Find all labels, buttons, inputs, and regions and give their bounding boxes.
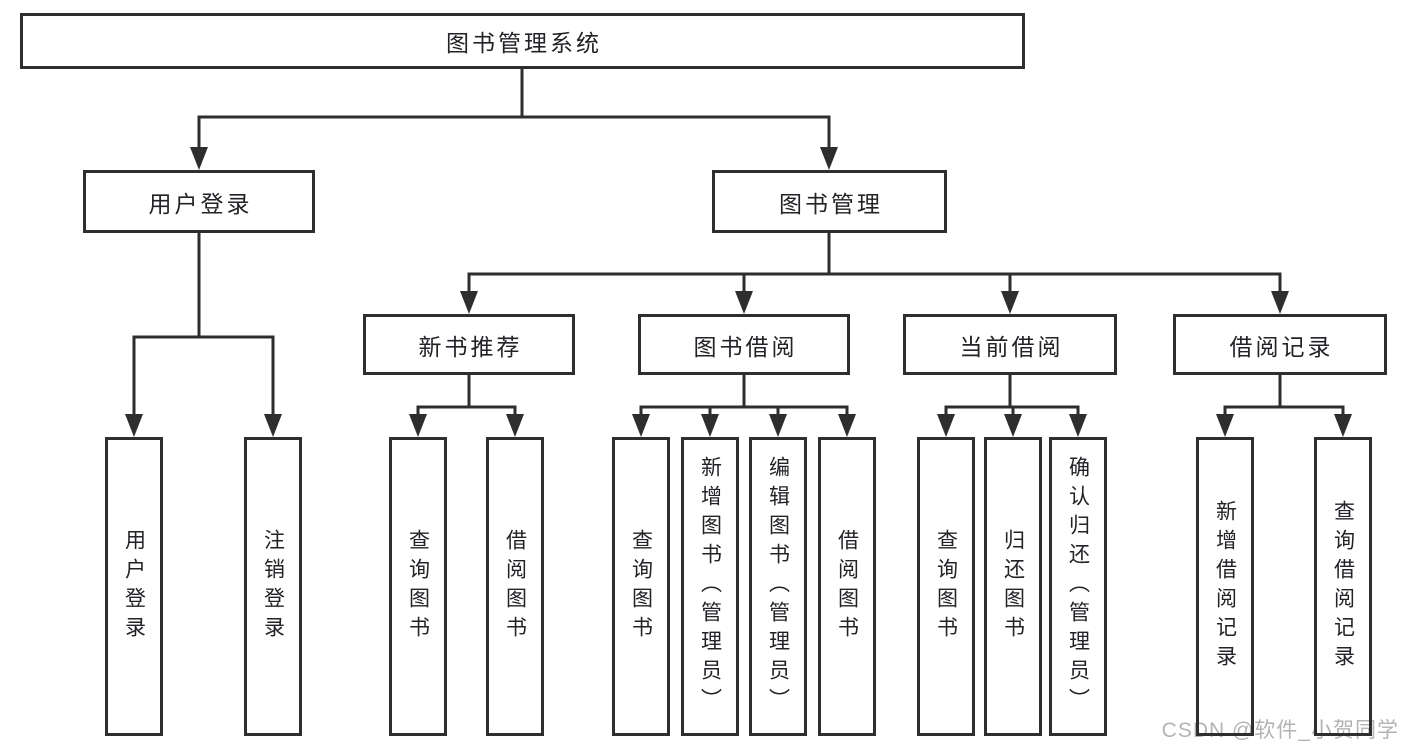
leaf-confirm-return-admin: 确认归还（管理员） <box>1049 437 1107 736</box>
leaf-borrow-books: 借阅图书 <box>818 437 876 736</box>
leaf-user-login: 用户登录 <box>105 437 163 736</box>
connector-root-to-level2 <box>190 69 838 170</box>
node-root: 图书管理系统 <box>20 13 1025 69</box>
connector-user-login-to-leaves <box>125 233 282 437</box>
connector-book-borrow-to-leaves <box>632 375 856 437</box>
leaf-edit-books-admin: 编辑图书（管理员） <box>749 437 807 736</box>
leaf-add-books-admin: 新增图书（管理员） <box>681 437 739 736</box>
node-current-borrow: 当前借阅 <box>903 314 1117 375</box>
node-new-book-recommend: 新书推荐 <box>363 314 575 375</box>
node-book-borrow: 图书借阅 <box>638 314 850 375</box>
connector-book-management-to-level3 <box>460 233 1289 314</box>
leaf-logout: 注销登录 <box>244 437 302 736</box>
connector-borrow-record-to-leaves <box>1216 375 1352 437</box>
leaf-query-borrow-record: 查询借阅记录 <box>1314 437 1372 736</box>
connector-new-book-to-leaves <box>409 375 524 437</box>
leaf-return-books: 归还图书 <box>984 437 1042 736</box>
watermark: CSDN @软件_小贺同学 <box>1161 719 1399 742</box>
node-user-login: 用户登录 <box>83 170 315 233</box>
connector-current-borrow-to-leaves <box>937 375 1087 437</box>
leaf-query-books-current: 查询图书 <box>917 437 975 736</box>
leaf-borrow-books-recommend: 借阅图书 <box>486 437 544 736</box>
leaf-query-books-recommend: 查询图书 <box>389 437 447 736</box>
leaf-add-borrow-record: 新增借阅记录 <box>1196 437 1254 736</box>
leaf-query-books-borrow: 查询图书 <box>612 437 670 736</box>
node-book-management: 图书管理 <box>712 170 947 233</box>
node-borrow-records: 借阅记录 <box>1173 314 1387 375</box>
